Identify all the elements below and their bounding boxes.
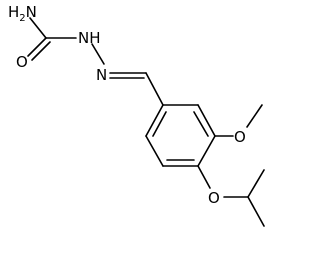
ring-bond-6	[145, 104, 164, 137]
ring-double-inner-3	[152, 111, 167, 137]
ring-bond-2	[197, 104, 216, 137]
bond-isopropyl-me2	[247, 196, 265, 227]
carbonyl-o-label: O	[16, 53, 28, 71]
bond-ch-ring	[145, 72, 164, 106]
chemical-structure: H2N O NH N O O	[8, 3, 265, 227]
amide-n: N	[26, 3, 37, 21]
ring-bond-3	[197, 135, 216, 167]
bond-carbonyl-double-2	[31, 41, 51, 61]
bond-nh-n	[91, 43, 105, 65]
amide-h: H	[8, 3, 19, 21]
bond-methoxy-o-ch3	[246, 104, 263, 128]
ring-double-inner-1	[193, 111, 209, 137]
amide-subscript: 2	[19, 13, 25, 24]
hydrazine-nh-label: NH	[78, 29, 101, 47]
bond-ring-isopropoxy-o	[197, 165, 211, 189]
imine-n-label: N	[96, 66, 107, 84]
bond-carbonyl-double-1	[27, 37, 47, 57]
bond-isopropyl-me1	[247, 169, 265, 198]
amide-nh2-label: H2N	[8, 3, 37, 24]
ring-bond-5	[145, 135, 164, 167]
bond-nh2-carbonyl	[29, 17, 47, 39]
isopropoxy-o-label: O	[208, 189, 220, 207]
methoxy-o-label: O	[234, 128, 246, 146]
